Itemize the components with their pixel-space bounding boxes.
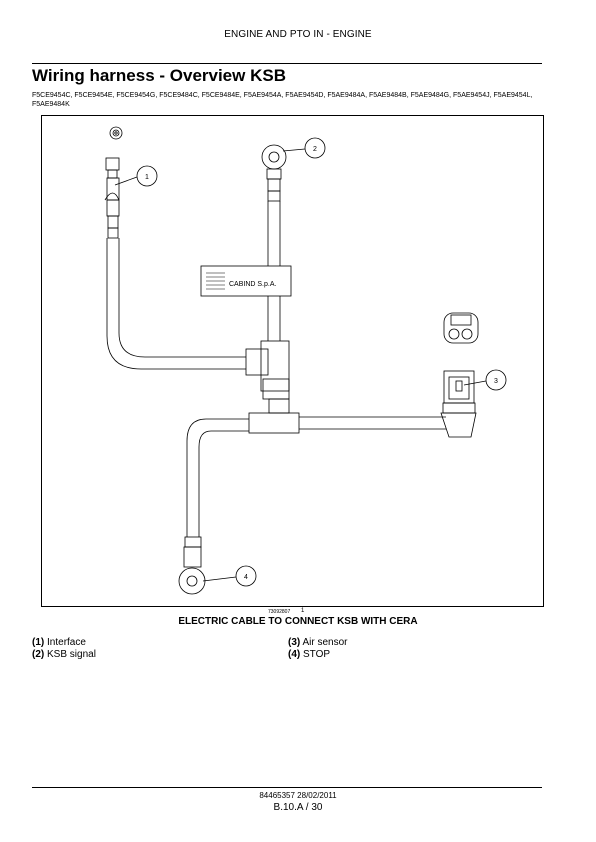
junction-block-icon <box>245 340 300 434</box>
callout-2-circle <box>304 137 326 159</box>
ksb-signal-terminal-icon <box>261 144 287 202</box>
legend-item-4: (4) STOP <box>288 649 331 660</box>
figure-image-id: 73092807 <box>268 609 291 615</box>
callout-1-circle <box>136 165 158 187</box>
wiring-harness-diagram: CABIND S.p.A. 1 2 3 4 <box>104 126 507 595</box>
figure-caption: ELECTRIC CABLE TO CONNECT KSB WITH CERA <box>178 616 418 627</box>
model-list: F5CE9454C, F5CE9454E, F5CE9454G, F5CE948… <box>32 92 533 108</box>
section-header: ENGINE AND PTO IN - ENGINE <box>224 29 372 40</box>
wiring-diagram-figure: CABIND S.p.A. 1 2 3 4 <box>41 115 544 607</box>
callout-4-circle <box>235 565 257 587</box>
footer-document-id: 84465357 28/02/2011 <box>259 791 337 800</box>
figure-number: 1 <box>301 608 305 614</box>
callout-1: 1 <box>145 174 149 181</box>
plug-face-icon <box>443 312 479 344</box>
top-divider <box>32 63 542 64</box>
page-title: Wiring harness - Overview KSB <box>32 66 286 85</box>
footer-page-number: B.10.A / 30 <box>273 802 323 813</box>
legend-item-3: (3) Air sensor <box>288 637 348 648</box>
air-sensor-connector-icon <box>440 370 477 438</box>
callout-2: 2 <box>313 146 317 153</box>
bottom-divider <box>32 787 542 788</box>
label-plate-text: CABIND S.p.A. <box>229 281 277 288</box>
stop-terminal-icon <box>178 536 206 595</box>
callout-3: 3 <box>494 378 498 385</box>
callout-4: 4 <box>244 574 248 581</box>
grommet-icon <box>109 126 123 140</box>
legend-item-2: (2) KSB signal <box>32 649 96 660</box>
interface-connector-icon <box>104 157 120 239</box>
legend-item-1: (1) Interface <box>32 637 86 648</box>
callout-3-circle <box>485 369 507 391</box>
